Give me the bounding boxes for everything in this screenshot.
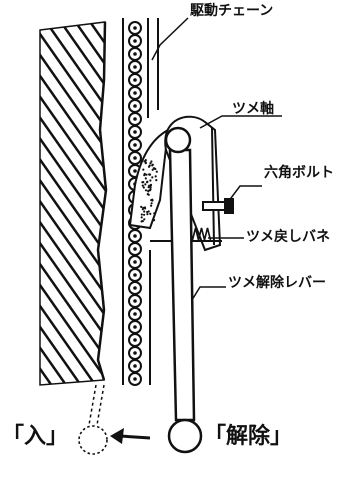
chain-pin <box>133 169 137 173</box>
chain-pin <box>133 78 137 82</box>
pawl-dot <box>155 170 158 173</box>
chain-pin <box>133 156 137 160</box>
pawl-dot <box>141 184 144 187</box>
pawl-dot <box>153 167 156 170</box>
chain-pin <box>133 143 137 147</box>
chain-pin <box>133 325 137 329</box>
pawl-dot <box>144 159 147 162</box>
pawl-texture <box>140 159 158 223</box>
label-pawl-release-lever: ツメ解除レバー <box>228 275 326 291</box>
chain-pin <box>133 312 137 316</box>
chain-pin <box>133 299 137 303</box>
hex-bolt <box>202 198 234 214</box>
chain-pin <box>133 39 137 43</box>
wall-edge <box>96 21 108 381</box>
pawl-dot <box>141 208 144 211</box>
engage-ghost-lever <box>78 384 108 455</box>
pawl-dot <box>155 179 158 182</box>
pawl-dot <box>142 168 145 171</box>
pawl-dot <box>149 162 152 165</box>
label-release: 「解除」 <box>204 424 293 449</box>
pawl-dot <box>151 218 154 222</box>
pawl-dot <box>154 175 157 178</box>
pawl-dot <box>142 181 145 184</box>
pawl-dot <box>145 173 148 176</box>
chain-pin <box>133 260 137 264</box>
label-drive-chain: 駆動チェーン <box>190 3 274 19</box>
pawl-dot <box>147 165 151 168</box>
lever-knob <box>167 418 203 454</box>
pawl-dot <box>143 172 146 175</box>
release-lever <box>168 148 196 422</box>
pawl-dot <box>149 183 153 186</box>
pawl-dot <box>151 168 154 171</box>
label-pawl-shaft: ツメ軸 <box>232 101 274 117</box>
chain-pin <box>133 364 137 368</box>
pawl-dot <box>145 181 149 184</box>
pawl-dot <box>148 184 151 187</box>
pawl-dot <box>149 179 152 182</box>
pawl-dot <box>151 176 154 179</box>
pawl-dot <box>151 164 154 167</box>
pawl-dot <box>144 183 147 186</box>
pawl-dot <box>143 210 146 213</box>
pawl-dot <box>140 213 143 216</box>
chain-pin <box>133 351 137 355</box>
pawl-dot <box>143 218 146 221</box>
pawl-dot <box>150 160 153 163</box>
chain-pin <box>133 65 137 69</box>
chain-pin <box>133 91 137 95</box>
pawl-dot <box>149 186 152 189</box>
pawl-dot <box>140 216 143 219</box>
pawl-dot <box>146 213 149 216</box>
chain-pin <box>133 104 137 108</box>
pawl-dot <box>151 198 154 201</box>
pawl-dot <box>153 212 156 215</box>
chain-pin <box>133 117 137 121</box>
label-hex-bolt: 六角ボルト <box>264 165 334 181</box>
chain-pin <box>133 247 137 251</box>
pawl-dot <box>142 186 145 189</box>
pawl-dot <box>140 220 143 223</box>
chain-pin <box>133 377 137 381</box>
pawl-dot <box>149 212 152 215</box>
pawl-dot <box>146 193 149 196</box>
chain-pin <box>133 286 137 290</box>
pawl-dot <box>140 205 143 208</box>
hatched-wall <box>39 21 107 386</box>
pawl-dot <box>144 189 148 192</box>
pawl-dot <box>149 188 152 191</box>
chain-pin <box>133 338 137 342</box>
pawl-shaft-pivot <box>164 126 192 154</box>
bracket-rail <box>211 127 215 246</box>
pawl-dot <box>143 206 147 209</box>
chain-pin <box>133 52 137 56</box>
pawl-dot <box>148 173 151 176</box>
leader-lines <box>151 17 282 301</box>
pawl-dot <box>150 204 153 207</box>
chain-pin <box>133 273 137 277</box>
pawl-body <box>128 128 170 230</box>
chain-pin <box>133 234 137 238</box>
pawl-dot <box>143 213 146 216</box>
label-engage: 「入」 <box>2 424 69 449</box>
chain-pin <box>133 130 137 134</box>
chain-pin <box>133 26 137 30</box>
pawl-dot <box>144 177 147 180</box>
direction-arrow <box>110 428 151 444</box>
pawl-dot <box>147 210 150 213</box>
pawl-dot <box>147 189 150 192</box>
pawl-dot <box>150 202 153 205</box>
label-pawl-return-spring: ツメ戻しバネ <box>246 229 330 245</box>
